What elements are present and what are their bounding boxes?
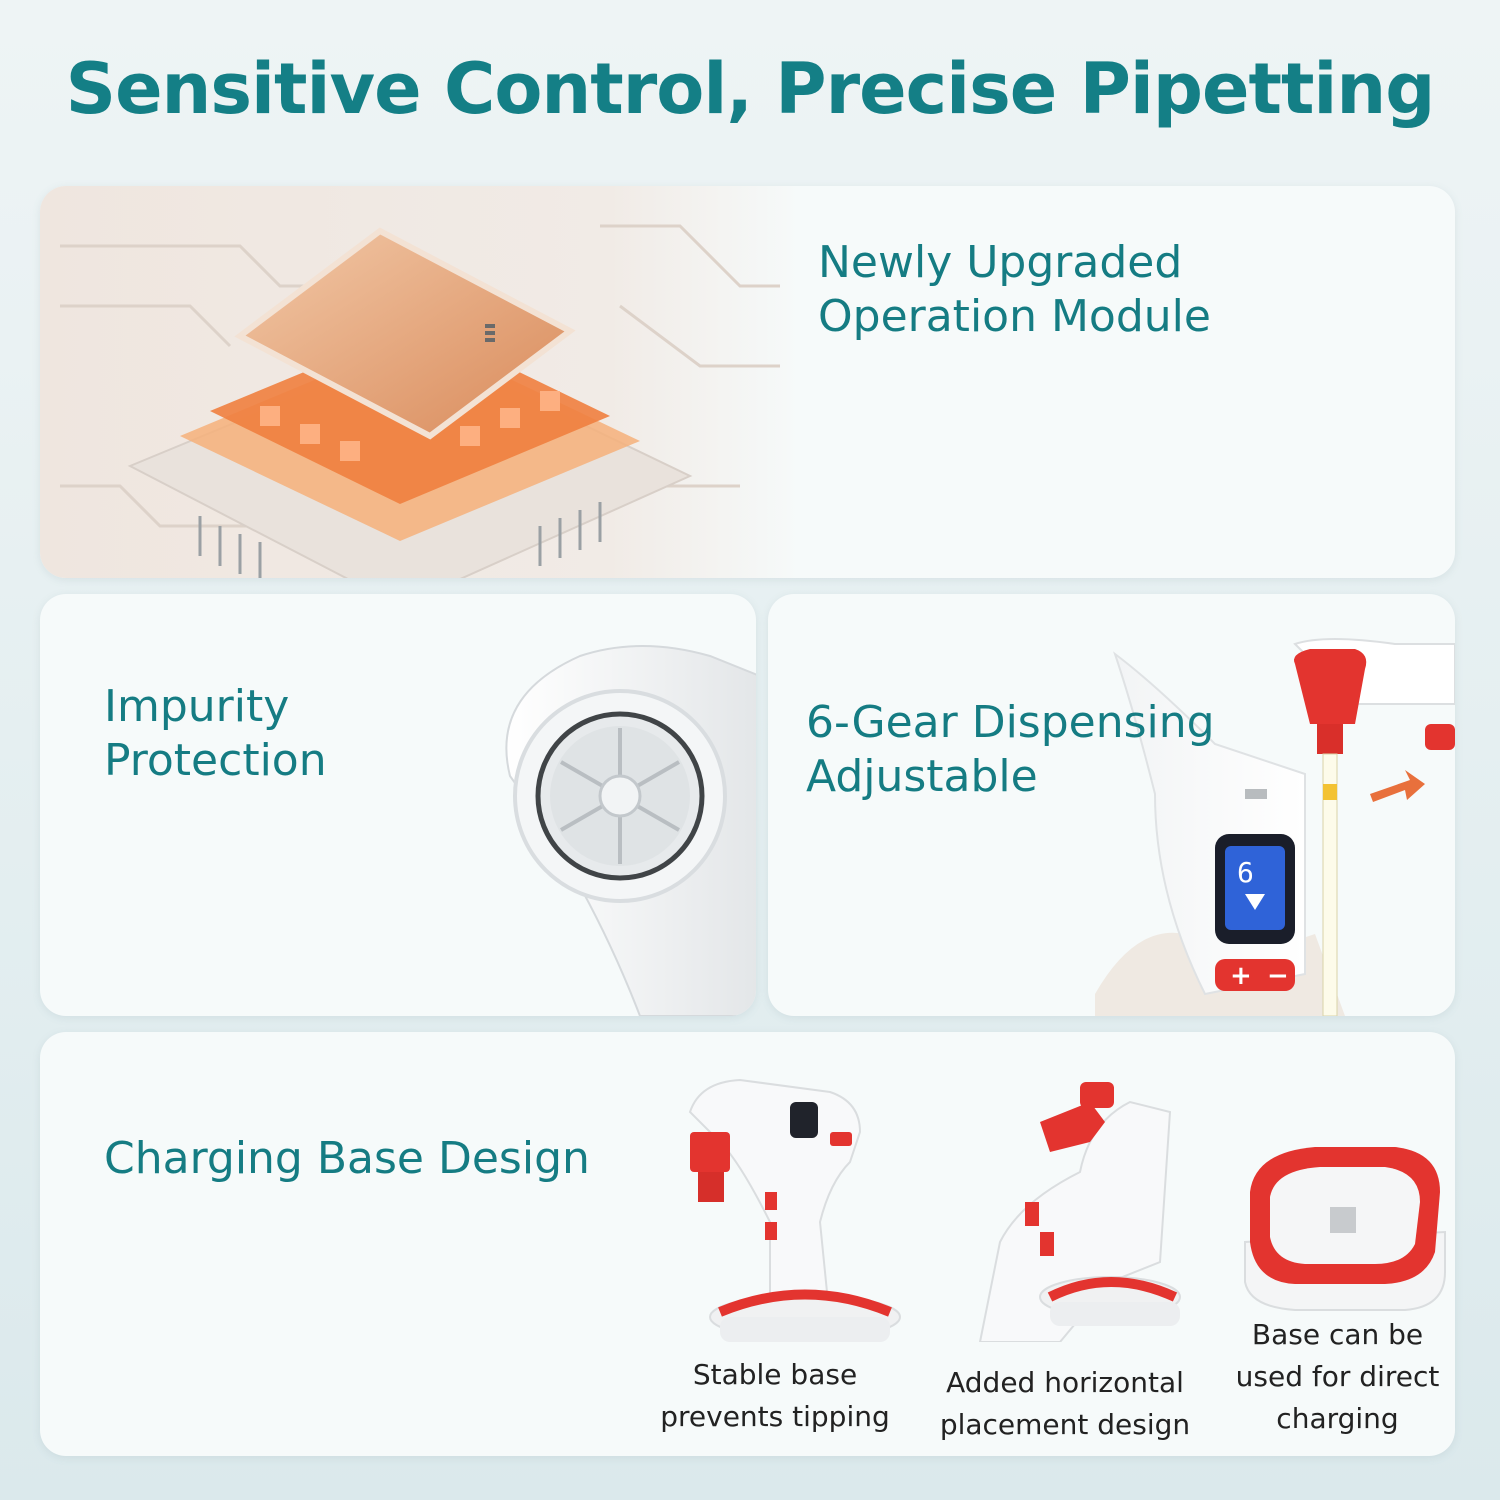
gear-display-digit: 6 bbox=[1237, 856, 1254, 889]
stable-base-caption-line2: prevents tipping bbox=[660, 1400, 890, 1433]
gear-heading-line1: 6-Gear Dispensing bbox=[806, 697, 1215, 748]
horizontal-placement-caption: Added horizontal placement design bbox=[920, 1362, 1210, 1446]
charging-base-card: Charging Base Design Stable base prevent… bbox=[40, 1032, 1455, 1456]
module-heading-line1: Newly Upgraded bbox=[818, 237, 1183, 288]
charging-base-image bbox=[1244, 1147, 1446, 1311]
svg-text:−: − bbox=[1267, 961, 1289, 991]
direct-charging-caption: Base can be used for direct charging bbox=[1220, 1314, 1455, 1440]
horizontal-placement-caption-line2: placement design bbox=[939, 1408, 1191, 1441]
direct-charging-caption-line2: used for direct bbox=[1235, 1360, 1440, 1393]
gear-heading-line2: Adjustable bbox=[806, 751, 1038, 802]
chip-image bbox=[40, 186, 800, 578]
direct-charging-caption-line3: charging bbox=[1276, 1402, 1399, 1435]
impurity-protection-card: Impurity Protection bbox=[40, 594, 756, 1016]
horizontal-pipette-image bbox=[978, 1082, 1181, 1342]
page-title: Sensitive Control, Precise Pipetting bbox=[65, 48, 1436, 130]
impurity-heading: Impurity Protection bbox=[104, 680, 327, 788]
filter-image bbox=[505, 645, 756, 1016]
operation-module-card: Newly Upgraded Operation Module bbox=[40, 186, 1455, 578]
gear-dispensing-card: 6 + − 6-Gear Dispensing Adjustable bbox=[768, 594, 1455, 1016]
svg-text:+: + bbox=[1230, 961, 1252, 991]
direct-charging-caption-line1: Base can be bbox=[1251, 1318, 1424, 1351]
gear-heading: 6-Gear Dispensing Adjustable bbox=[806, 696, 1215, 804]
stable-base-caption: Stable base prevents tipping bbox=[640, 1354, 910, 1438]
module-heading: Newly Upgraded Operation Module bbox=[818, 236, 1211, 344]
stable-base-caption-line1: Stable base bbox=[692, 1358, 858, 1391]
upright-pipette-image bbox=[688, 1078, 901, 1342]
impurity-heading-line1: Impurity bbox=[104, 681, 290, 732]
horizontal-placement-caption-line1: Added horizontal bbox=[946, 1366, 1184, 1399]
charging-heading: Charging Base Design bbox=[104, 1133, 590, 1184]
module-heading-line2: Operation Module bbox=[818, 291, 1211, 342]
pipette-display-image: 6 + − bbox=[1095, 638, 1455, 1016]
impurity-heading-line2: Protection bbox=[104, 735, 327, 786]
